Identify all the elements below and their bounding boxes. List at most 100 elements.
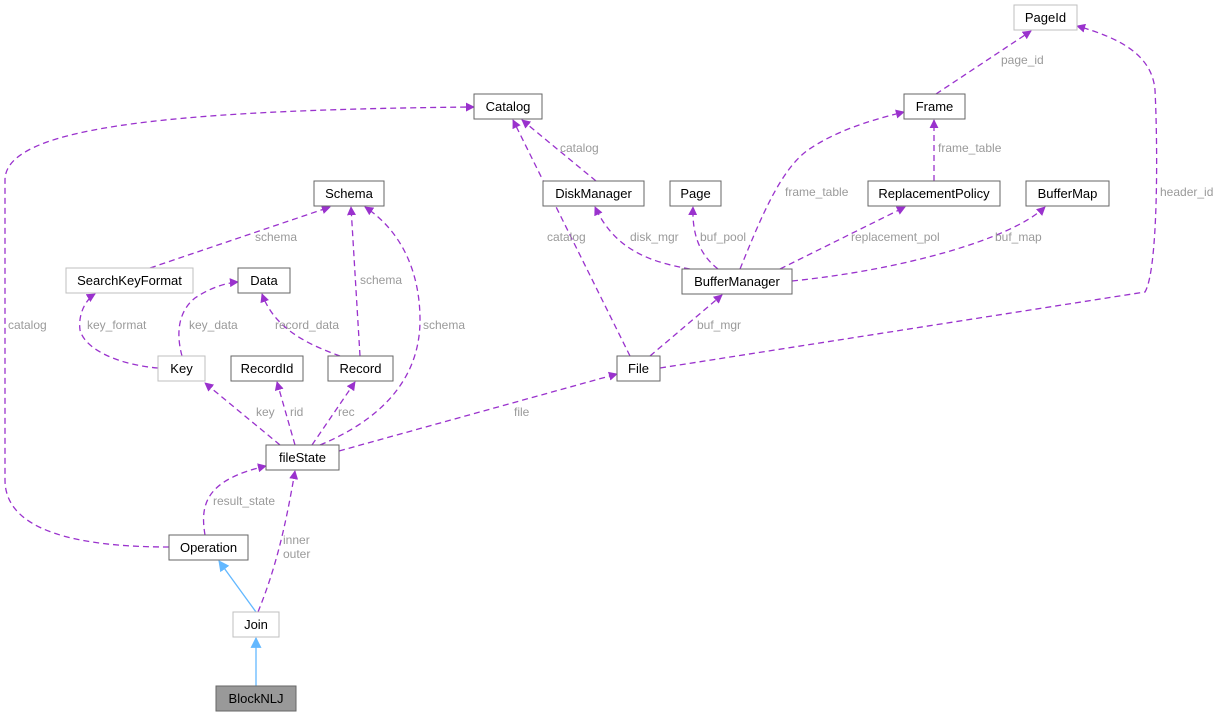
node-diskmanager[interactable]: DiskManager [542,180,645,207]
node-box-key[interactable] [157,355,206,382]
node-box-filestate[interactable] [265,444,340,471]
edge-label-buffermanager-to-frame: frame_table [785,185,849,199]
node-label-page: Page [680,186,710,201]
node-label-catalog: Catalog [486,99,531,114]
node-label-filestate: fileState [279,450,326,465]
edge-buffermanager-to-diskmanager [594,206,691,270]
edge-label-buffermanager-to-buffermap: buf_map [995,230,1042,244]
node-label-pageid: PageId [1025,10,1066,25]
node-box-replacementpolicy[interactable] [867,180,1001,207]
edge-filestate-to-recordid [274,381,296,446]
edge-filestate-to-schema [319,206,421,446]
edge-join-to-operation [218,560,257,613]
edge-label-record-to-data: record_data [275,318,339,332]
edge-buffermanager-to-buffermap [791,206,1046,282]
edge-buffermanager-to-frame [739,109,905,270]
edge-key-to-searchkeyformat [79,293,159,369]
edge-record-to-schema [346,206,361,357]
node-label-buffermap: BufferMap [1038,186,1098,201]
edge-buffermanager-to-replacementpolicy [779,206,906,270]
edge-label-buffermanager-to-page: buf_pool [700,230,746,244]
node-box-diskmanager[interactable] [542,180,645,207]
node-searchkeyformat[interactable]: SearchKeyFormat [65,267,194,294]
node-label-replacementpolicy: ReplacementPolicy [878,186,990,201]
node-file[interactable]: File [616,355,661,382]
node-catalog[interactable]: Catalog [473,93,543,120]
node-box-frame[interactable] [903,93,966,120]
node-label-operation: Operation [180,540,237,555]
node-box-data[interactable] [237,267,291,294]
node-box-schema[interactable] [313,180,385,207]
node-box-operation[interactable] [168,534,249,561]
node-page[interactable]: Page [669,180,722,207]
node-buffermanager[interactable]: BufferManager [681,268,793,295]
edge-operation-to-catalog [4,102,475,548]
node-frame[interactable]: Frame [903,93,966,120]
node-label-buffermanager: BufferManager [694,274,780,289]
node-box-pageid[interactable] [1013,4,1078,31]
node-label-data: Data [250,273,278,288]
node-box-buffermap[interactable] [1025,180,1110,207]
edge-label-key-to-data: key_data [189,318,238,332]
edge-label-buffermanager-to-diskmanager: disk_mgr [630,230,679,244]
node-blocknlj[interactable]: BlockNLJ [215,685,297,712]
edge-label-buffermanager-to-replacementpolicy: replacement_pol [851,230,940,244]
edge-filestate-to-file [338,371,618,452]
edge-join-to-filestate [257,470,299,613]
node-record[interactable]: Record [327,355,394,382]
edge-file-to-catalog [512,119,631,357]
node-box-page[interactable] [669,180,722,207]
edge-label-operation-to-filestate: result_state [213,494,275,508]
node-join[interactable]: Join [232,611,280,638]
node-box-record[interactable] [327,355,394,382]
node-label-searchkeyformat: SearchKeyFormat [77,273,182,288]
node-label-frame: Frame [916,99,954,114]
node-pageid[interactable]: PageId [1013,4,1078,31]
edge-label-filestate-to-record: rec [338,405,355,419]
edge-label-filestate-to-file: file [514,405,530,419]
edge-label-diskmanager-to-catalog: catalog [560,141,599,155]
node-recordid[interactable]: RecordId [230,355,304,382]
edge-label-frame-to-pageid: page_id [1001,53,1044,67]
node-label-diskmanager: DiskManager [555,186,632,201]
edge-diskmanager-to-catalog [521,119,597,182]
edge-label-searchkeyformat-to-schema: schema [255,230,297,244]
edge-filestate-to-record [311,381,356,446]
node-box-blocknlj[interactable] [215,685,297,712]
node-box-join[interactable] [232,611,280,638]
node-operation[interactable]: Operation [168,534,249,561]
node-label-key: Key [170,361,193,376]
edge-label-operation-to-catalog: catalog [8,318,47,332]
edge-record-to-data [260,293,341,357]
node-key[interactable]: Key [157,355,206,382]
edge-label-filestate-to-key: key [256,405,275,419]
edge-labels-layer: page_idheader_idcatalogcatalogcatalogfra… [8,53,1213,561]
edge-operation-to-filestate [202,463,267,536]
node-box-file[interactable] [616,355,661,382]
node-label-schema: Schema [325,186,373,201]
edge-searchkeyformat-to-schema [149,205,331,269]
edge-file-to-pageid [659,23,1158,369]
node-replacementpolicy[interactable]: ReplacementPolicy [867,180,1001,207]
edge-buffermanager-to-page [688,206,719,270]
edge-label-file-to-catalog: catalog [547,230,586,244]
node-box-catalog[interactable] [473,93,543,120]
node-label-file: File [628,361,649,376]
node-box-buffermanager[interactable] [681,268,793,295]
edge-label-file-to-pageid: header_id [1160,185,1213,199]
node-buffermap[interactable]: BufferMap [1025,180,1110,207]
edge-label-key-to-searchkeyformat: key_format [87,318,147,332]
node-filestate[interactable]: fileState [265,444,340,471]
node-schema[interactable]: Schema [313,180,385,207]
node-box-recordid[interactable] [230,355,304,382]
edge-filestate-to-key [204,382,281,446]
node-data[interactable]: Data [237,267,291,294]
edge-label-filestate-to-schema: schema [423,318,465,332]
node-label-recordid: RecordId [241,361,294,376]
node-box-searchkeyformat[interactable] [65,267,194,294]
edge-label-record-to-schema: schema [360,273,402,287]
node-label-join: Join [244,617,268,632]
